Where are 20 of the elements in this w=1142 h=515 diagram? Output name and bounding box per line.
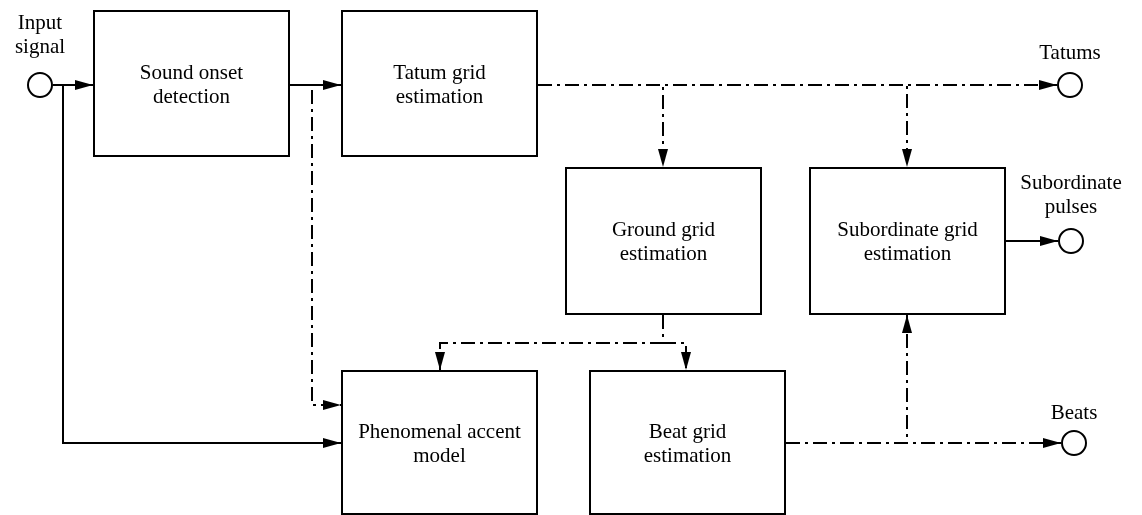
process-box xyxy=(565,167,762,315)
process-label: Sound onset detection xyxy=(138,59,245,108)
process-label: Ground grid estimation xyxy=(610,217,717,265)
process-label: Subordinate grid estimation xyxy=(836,217,979,265)
process-label: Beat grid estimation xyxy=(642,418,733,467)
terminal-label: Subordinate pulses xyxy=(1019,170,1123,218)
process-box xyxy=(589,370,786,515)
arrow xyxy=(662,314,691,371)
arrow xyxy=(1005,236,1059,246)
process-box xyxy=(809,167,1006,315)
process-label: Phenomenal accent model xyxy=(357,418,522,467)
arrow xyxy=(785,314,912,444)
process-box xyxy=(341,370,538,515)
terminal-label: Input signal xyxy=(13,10,67,58)
process-box xyxy=(341,10,538,157)
arrow xyxy=(289,84,342,410)
process-label: Tatum grid estimation xyxy=(392,59,487,108)
terminal-label: Tatums xyxy=(1039,40,1101,64)
process-box xyxy=(93,10,290,157)
terminal-label: Beats xyxy=(1050,400,1098,424)
